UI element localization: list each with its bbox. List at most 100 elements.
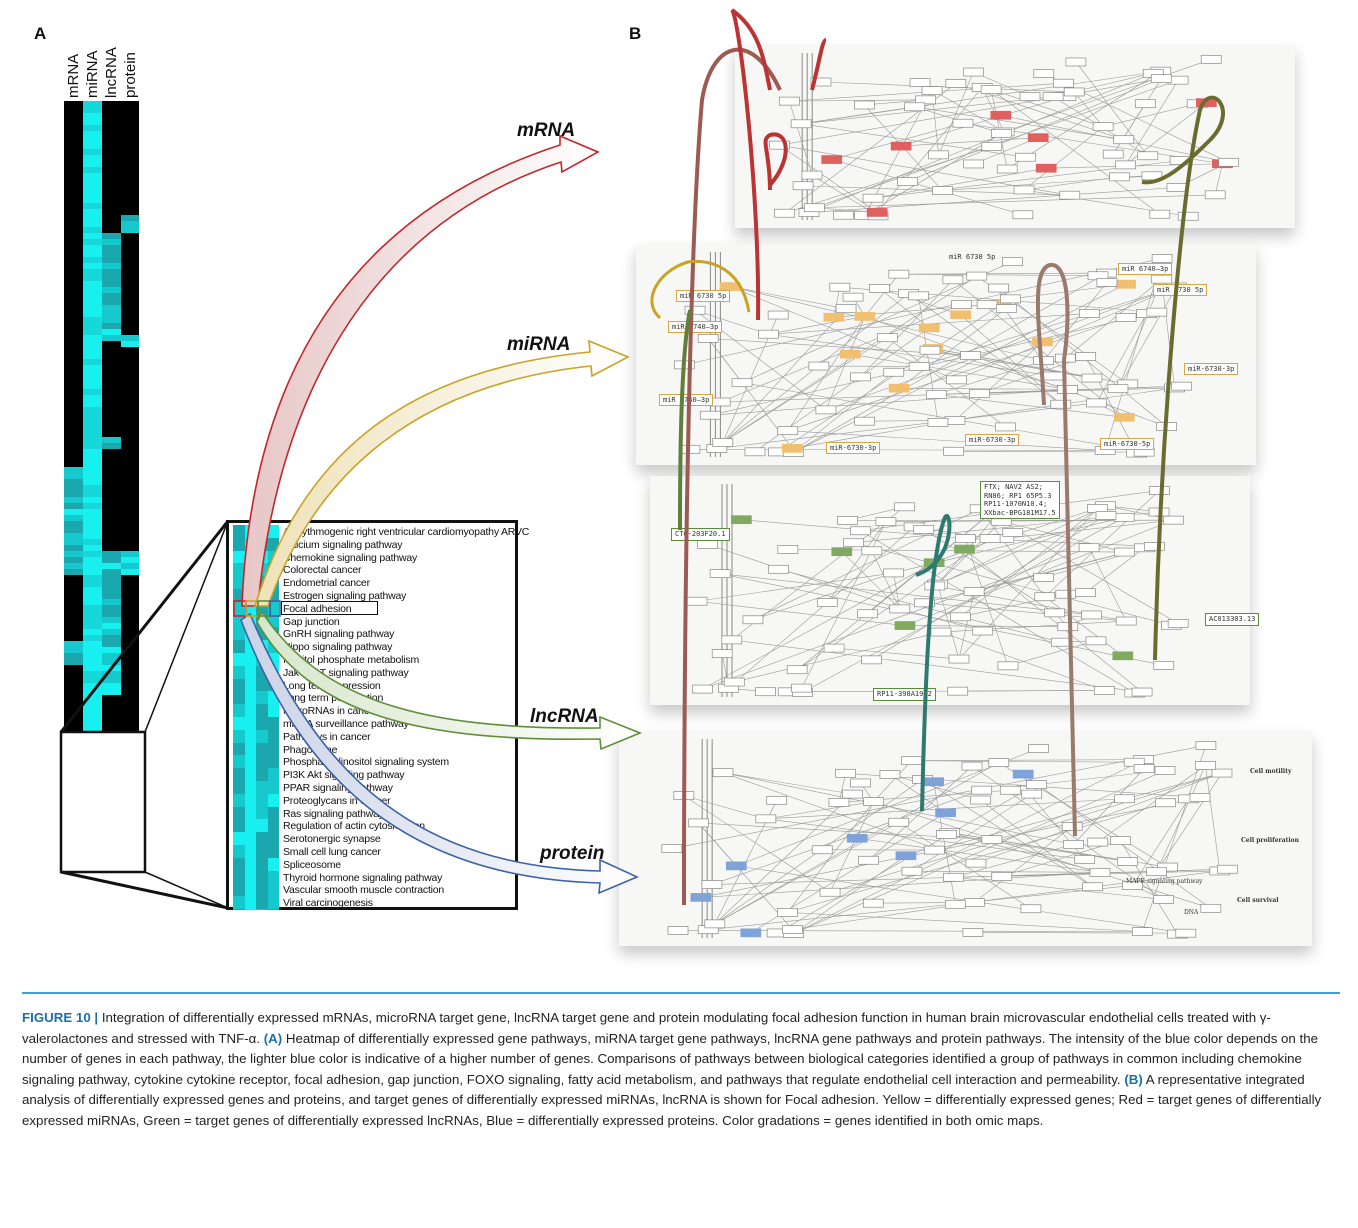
gene-node [1115, 313, 1137, 322]
pathway-edge [714, 821, 899, 925]
gene-node [1033, 573, 1055, 582]
gene-node [927, 417, 949, 427]
gene-node [1131, 687, 1153, 697]
pathway-edge [979, 508, 1179, 624]
protein-map-label: DNA [1184, 909, 1199, 916]
highlighted-gene-node [954, 544, 975, 554]
gene-node [1122, 881, 1143, 890]
pathway-edge [1001, 870, 1220, 877]
pathway-item: MicroRNAs in cancer [283, 705, 378, 718]
gene-node [943, 872, 964, 882]
gene-node [850, 526, 871, 536]
gene-node [803, 203, 825, 213]
gene-node [1151, 274, 1173, 284]
gene-node [1050, 399, 1072, 409]
pathway-edge [1156, 772, 1223, 872]
gene-node [712, 768, 734, 778]
gene-node [1155, 798, 1176, 808]
gene-node [1096, 278, 1118, 287]
gene-node [661, 844, 683, 853]
pathway-item: GnRH signaling pathway [283, 628, 395, 641]
gene-node [1078, 543, 1100, 553]
gene-node [1061, 822, 1083, 831]
gene-node [1189, 793, 1211, 802]
pathway-edge [730, 286, 847, 309]
pathway-edge [1103, 103, 1198, 127]
gene-node [1200, 903, 1222, 913]
pathway-edge [708, 885, 1133, 930]
gene-node [970, 795, 992, 805]
highlighted-gene-node [725, 861, 747, 871]
pathway-edge [834, 647, 960, 660]
gene-node [889, 604, 911, 614]
pathway-edge [793, 283, 1126, 453]
pathway-edge [904, 625, 1068, 628]
pathway-edge [776, 789, 1027, 934]
gene-node [731, 378, 753, 388]
gene-node [888, 269, 910, 279]
pathway-item: Arrhythmogenic right ventricular cardiom… [283, 526, 530, 538]
protein-map-label: MAPK signaling pathway [1126, 878, 1203, 885]
gene-node [1081, 373, 1103, 383]
pathway-edge [918, 295, 939, 423]
gene-node [944, 899, 966, 909]
pathway-edge [853, 542, 1172, 626]
pathway-edge [873, 760, 912, 802]
pathway-edge [871, 550, 901, 610]
highlighted-gene-node [781, 443, 803, 453]
protein-map-label: Cell proliferation [1241, 837, 1300, 844]
pathway-edge [714, 793, 853, 925]
pathway-edge [1065, 278, 1162, 359]
mirna-arrow [253, 339, 630, 607]
gene-node [782, 925, 803, 934]
pathway-edge [833, 287, 841, 318]
highlighted-gene-node [740, 928, 762, 938]
gene-node [843, 538, 864, 548]
gene-node [1167, 619, 1189, 628]
pathway-item: Vascular smooth muscle contraction [283, 884, 445, 897]
pathway-edge [899, 387, 1068, 390]
gene-node [1151, 254, 1173, 263]
gene-node [863, 898, 884, 908]
lncrna-box: AC013303.13 [1205, 613, 1260, 626]
caption-intro: Integration of differentially expressed … [22, 1010, 1271, 1046]
gene-node [829, 282, 851, 292]
gene-node [819, 887, 841, 897]
gene-node [755, 814, 777, 824]
pathway-item: Spliceosome [283, 858, 341, 871]
pathway-edge [922, 779, 1093, 888]
gene-node [972, 626, 994, 636]
gene-node [1102, 149, 1124, 159]
gene-node [932, 186, 953, 195]
pathway-item: Colorectal cancer [283, 564, 362, 577]
gene-node [1195, 761, 1216, 770]
pathway-edge [1161, 279, 1175, 388]
gene-node [971, 785, 993, 795]
link-arrow [650, 259, 751, 320]
gene-node [1079, 309, 1100, 318]
gene-node [721, 635, 743, 645]
pathway-edge [911, 870, 1100, 873]
pathway-edge [979, 356, 1086, 394]
gene-node [1153, 895, 1174, 904]
pathway-edge [793, 855, 907, 934]
pathway-edge [860, 530, 1135, 694]
pathway-edge [934, 505, 1106, 587]
zoom-line-top [59, 520, 230, 733]
pathway-edge [974, 826, 1073, 903]
gene-node [908, 362, 930, 371]
gene-node [966, 271, 988, 281]
gene-node [667, 926, 689, 935]
pathway-item: Ras signaling pathway [283, 807, 384, 820]
arrow-label-mirna: miRNA [507, 334, 571, 355]
pathway-edge [716, 402, 1097, 449]
gene-node [999, 785, 1021, 795]
pathway-edge [831, 159, 1023, 216]
gene-node [1175, 928, 1197, 938]
pathway-edge [940, 631, 1105, 691]
gene-node [1021, 789, 1043, 799]
gene-node [1002, 257, 1023, 267]
gene-node [1075, 588, 1096, 597]
pathway-edge [1043, 282, 1108, 361]
gene-node [943, 446, 964, 456]
